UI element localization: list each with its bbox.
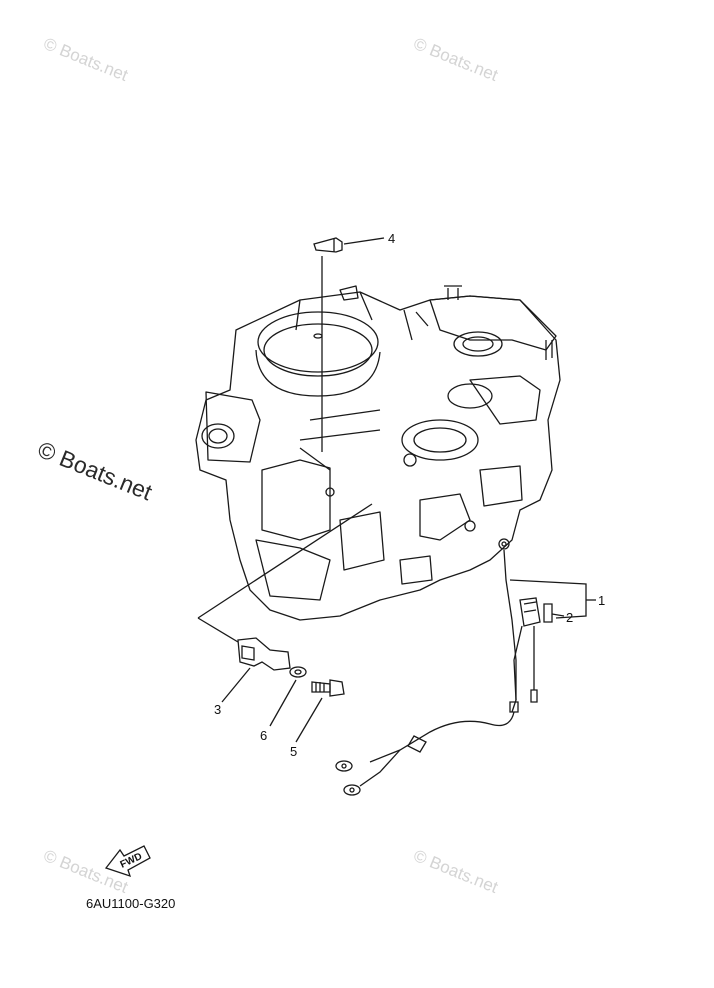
callout-4: 4 [388,231,396,246]
part-3-bracket [197,503,373,703]
callout-1: 1 [598,593,606,608]
part-2-connector [543,603,565,623]
engine-block-drawing [195,285,561,621]
callout-5: 5 [290,744,298,759]
diagram-code: 6AU1100-G320 [86,896,176,911]
part-5-bolt [295,679,345,743]
part-4-clip [313,237,385,452]
callout-6: 6 [260,728,268,743]
part-6-washer [269,666,307,727]
callout-3: 3 [214,702,222,717]
fwd-arrow-icon: FWD [104,845,151,878]
callout-2: 2 [566,610,574,625]
part-1-wire-harness [335,538,596,796]
